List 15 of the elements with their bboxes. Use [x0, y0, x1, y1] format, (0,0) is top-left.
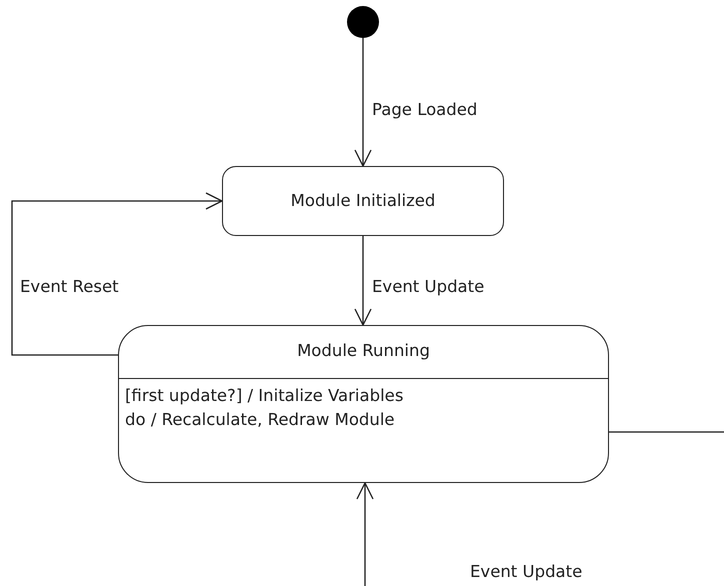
- state-name: Module Running: [296, 341, 431, 361]
- transition-arrow: [354, 38, 372, 167]
- state-activity: [first update?] / Initalize Variables: [125, 386, 404, 406]
- transition-arrow: [11, 192, 223, 356]
- transition-arrow: [356, 482, 374, 586]
- note-text: Event Update: [470, 562, 582, 582]
- edge-label: Event Update: [372, 277, 484, 297]
- state-box: [118, 325, 609, 483]
- initial-state-dot: [347, 6, 379, 38]
- edge-label: Page Loaded: [372, 100, 478, 120]
- state-name: Module Initialized: [290, 191, 436, 211]
- transition-arrow: [354, 236, 372, 326]
- state-activity: do / Recalculate, Redraw Module: [125, 410, 395, 430]
- state-box: [222, 166, 504, 236]
- transition-line: [609, 431, 724, 433]
